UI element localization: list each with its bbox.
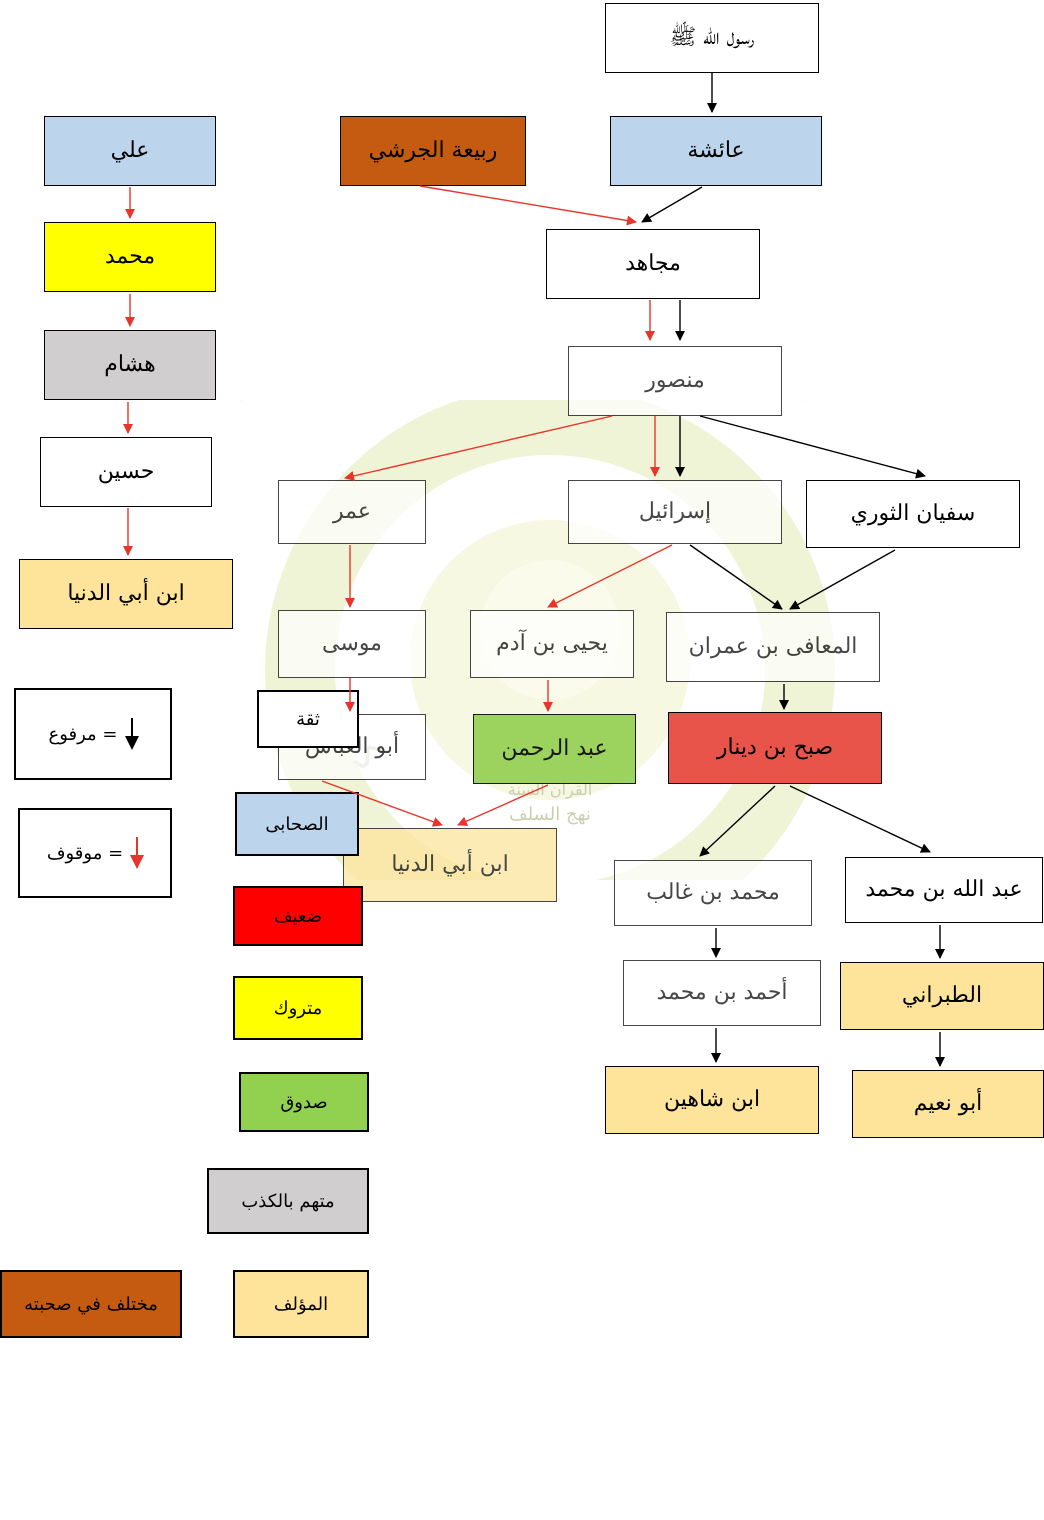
node-aisha: عائشة — [610, 116, 822, 186]
node-abu-nuaym: أبو نعيم — [852, 1070, 1044, 1138]
arrow-subh-abdullah — [789, 785, 931, 853]
arrow-mansur-sufyan — [699, 415, 926, 479]
legend-mukhtalaf: مختلف في صحبته — [0, 1270, 182, 1338]
node-husain: حسين — [40, 437, 212, 507]
arrow-abdrahman-ibndunya — [457, 784, 549, 826]
legend-marfu: = مرفوع — [14, 688, 172, 780]
legend-mawquf: = موقوف — [18, 808, 172, 898]
legend-sahabi: الصحابى — [235, 792, 359, 856]
node-hisham: هشام — [44, 330, 216, 400]
arrow-rabia-mujahid — [419, 185, 637, 226]
node-tabarani: الطبراني — [840, 962, 1044, 1030]
legend-muttaham: متهم بالكذب — [207, 1168, 369, 1234]
node-muhammad: محمد — [44, 222, 216, 292]
node-ali: علي — [44, 116, 216, 186]
node-mansur: منصور — [568, 346, 782, 416]
node-abd-rahman: عبد الرحمن — [473, 714, 636, 784]
node-ibn-abi-dunya-mid: ابن أبي الدنيا — [343, 828, 557, 902]
node-musa: موسى — [278, 610, 426, 678]
node-ahmad-muhammad: أحمد بن محمد — [623, 960, 821, 1026]
legend-matruk: متروك — [233, 976, 363, 1040]
node-muafa: المعافى بن عمران — [666, 612, 880, 682]
node-israil: إسرائيل — [568, 480, 782, 544]
arrow-sufyan-muafa — [789, 549, 896, 610]
node-ibn-abi-dunya-left: ابن أبي الدنيا — [19, 559, 233, 629]
node-mujahid: مجاهد — [546, 229, 760, 299]
arrow-israil-muafa — [689, 544, 783, 610]
node-rabia: ربيعة الجرشي — [340, 116, 526, 186]
arrow-aisha-mujahid — [641, 186, 703, 223]
node-subh: صبح بن دينار — [668, 712, 882, 784]
node-abdullah-muhammad: عبد الله بن محمد — [845, 857, 1043, 923]
legend-muallif: المؤلف — [233, 1270, 369, 1338]
legend-daif: ضعيف — [233, 886, 363, 946]
node-ibn-shahin: ابن شاهين — [605, 1066, 819, 1134]
arrow-israil-yahya — [547, 544, 673, 608]
node-muhammad-ghalib: محمد بن غالب — [614, 860, 812, 926]
node-umar: عمر — [278, 480, 426, 544]
legend-thiqa: ثقة — [257, 690, 359, 748]
node-prophet: رسول الله ﷺ — [605, 3, 819, 73]
legend-saduq: صدوق — [239, 1072, 369, 1132]
node-sufyan: سفيان الثوري — [806, 480, 1020, 548]
red-down-arrow-icon — [130, 837, 145, 869]
node-yahya: يحيى بن آدم — [470, 610, 634, 678]
arrow-mansur-umar — [344, 415, 613, 481]
black-down-arrow-icon — [124, 718, 139, 750]
arrow-subh-ghalib — [699, 785, 776, 857]
watermark-inner-bottom: نهج السلف — [509, 804, 591, 825]
